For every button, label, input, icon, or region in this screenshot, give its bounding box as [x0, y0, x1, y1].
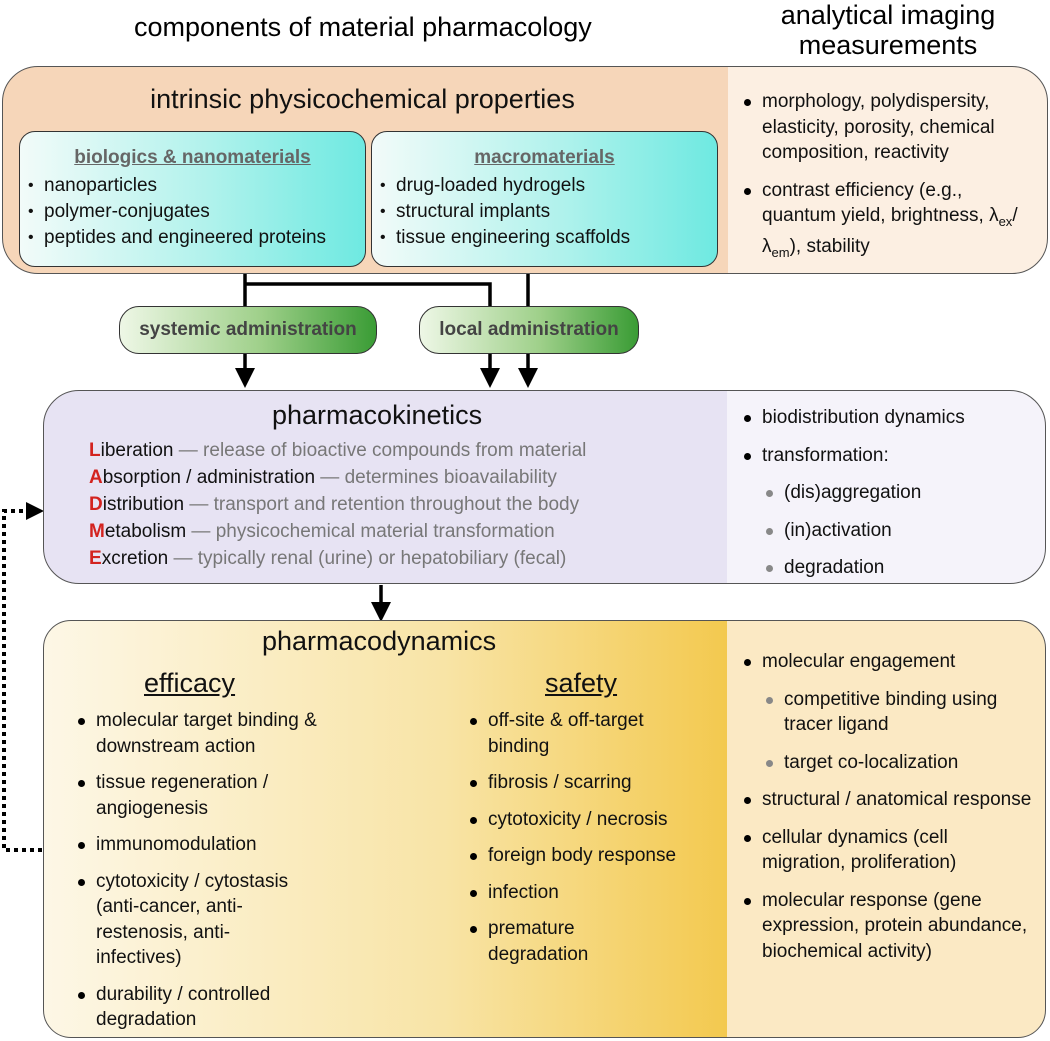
- pharmacodynamics-box: [43, 620, 1046, 1038]
- header-measurements-line1: analytical imaging: [780, 0, 996, 30]
- measurement-engagement: molecular engagement: [740, 649, 1040, 675]
- list-item: fibrosis / scarring: [466, 770, 706, 796]
- list-item: structural / anatomical response: [740, 787, 1040, 813]
- arrow-pk-pd: [371, 602, 391, 622]
- macromaterials-list: drug-loaded hydrogels structural implant…: [380, 173, 717, 251]
- ladme-row-distribution: Distribution — transport and retention t…: [89, 494, 580, 515]
- list-item: molecular target binding & downstream ac…: [74, 708, 344, 759]
- macromaterials-box: macromaterials drug-loaded hydrogels str…: [371, 131, 718, 267]
- list-item: target co-localization: [762, 750, 1040, 776]
- measurement-morphology: morphology, polydispersity, elasticity, …: [740, 89, 1040, 166]
- arrow-cross-down: [480, 368, 500, 388]
- measurement-transformation: transformation:: [740, 443, 1040, 469]
- macromaterials-title: macromaterials: [474, 147, 615, 168]
- biologics-list: nanoparticles polymer-conjugates peptide…: [28, 173, 365, 251]
- ladme-row-excretion: Excretion — typically renal (urine) or h…: [89, 548, 567, 569]
- arrow-local-down: [518, 368, 538, 388]
- ladme-row-metabolism: Metabolism — physicochemical material tr…: [89, 521, 555, 542]
- pharmacokinetics-title: pharmacokinetics: [272, 400, 483, 430]
- ladme-list: Liberation — release of bioactive compou…: [89, 437, 586, 572]
- pharmacodynamics-title: pharmacodynamics: [262, 626, 497, 656]
- header-measurements: analytical imaging measurements: [728, 0, 1048, 60]
- list-item: degradation: [762, 555, 1040, 581]
- ladme-row-absorption: Absorption / administration — determines…: [89, 467, 557, 488]
- header-measurements-line2: measurements: [798, 30, 978, 60]
- list-item: molecular response (gene expression, pro…: [740, 888, 1032, 965]
- list-item: cellular dynamics (cell migration, proli…: [740, 825, 1007, 876]
- list-item: drug-loaded hydrogels: [380, 173, 717, 199]
- list-item: cytotoxicity / necrosis: [466, 807, 706, 833]
- engagement-sublist: competitive binding using tracer ligand …: [762, 687, 1040, 776]
- local-administration-pill: local administration: [419, 306, 639, 354]
- list-item: polymer-conjugates: [28, 199, 365, 225]
- list-item: tissue regeneration / angiogenesis: [74, 770, 344, 821]
- biologics-box: biologics & nanomaterials nanoparticles …: [19, 131, 366, 267]
- list-item: (dis)aggregation: [762, 480, 1040, 506]
- measurement-contrast: contrast efficiency (e.g., quantum yield…: [740, 178, 1040, 266]
- feedback-dotted-line: [2, 509, 42, 852]
- list-item: off-site & off-target binding: [466, 708, 678, 759]
- list-item: competitive binding using tracer ligand: [762, 687, 1040, 738]
- list-item: premature degradation: [466, 916, 618, 967]
- list-item: infection: [466, 880, 706, 906]
- list-item: foreign body response: [466, 843, 706, 869]
- list-item: tissue engineering scaffolds: [380, 225, 717, 251]
- pharmacokinetics-box: [43, 390, 1046, 584]
- list-item: structural implants: [380, 199, 717, 225]
- list-item: nanoparticles: [28, 173, 365, 199]
- transformation-sublist: (dis)aggregation (in)activation degradat…: [762, 480, 1040, 581]
- header-components: components of material pharmacology: [134, 12, 592, 42]
- list-item: durability / controlled degradation: [74, 982, 316, 1033]
- arrow-systemic-down: [235, 368, 255, 388]
- list-item: (in)activation: [762, 518, 1040, 544]
- biologics-title: biologics & nanomaterials: [74, 147, 311, 168]
- safety-list: off-site & off-target binding fibrosis /…: [466, 708, 706, 967]
- ladme-row-liberation: Liberation — release of bioactive compou…: [89, 440, 587, 461]
- intrinsic-measurements: morphology, polydispersity, elasticity, …: [740, 89, 1040, 266]
- pk-measurements: biodistribution dynamics transformation:…: [740, 405, 1040, 581]
- measurement-biodistribution: biodistribution dynamics: [740, 405, 1040, 431]
- intrinsic-title: intrinsic physicochemical properties: [150, 84, 575, 114]
- list-item: peptides and engineered proteins: [28, 225, 365, 251]
- pd-measurements: molecular engagement competitive binding…: [740, 649, 1040, 964]
- efficacy-list: molecular target binding & downstream ac…: [74, 708, 344, 1033]
- list-item: immunomodulation: [74, 832, 344, 858]
- systemic-administration-pill: systemic administration: [119, 306, 377, 354]
- list-item: cytotoxicity / cytostasis (anti-cancer, …: [74, 869, 308, 971]
- efficacy-title: efficacy: [144, 668, 236, 698]
- arrow-feedback: [26, 502, 44, 520]
- safety-title: safety: [545, 668, 618, 698]
